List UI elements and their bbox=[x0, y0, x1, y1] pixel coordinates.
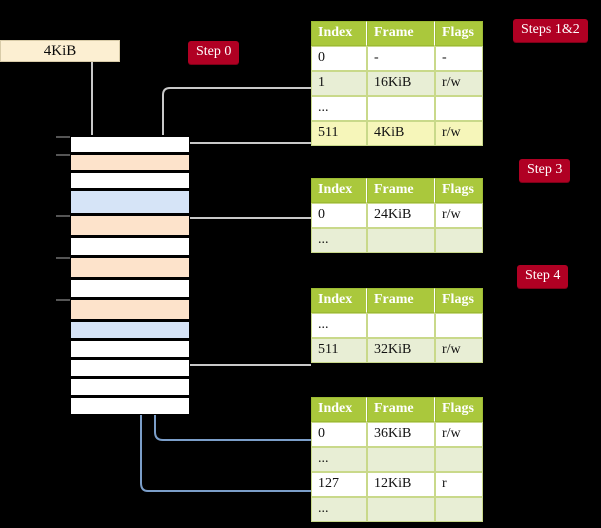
cell-index: ... bbox=[311, 313, 367, 338]
column-header-flags: Flags bbox=[435, 397, 483, 422]
table-row: 0-- bbox=[311, 46, 483, 71]
cell-flags bbox=[435, 313, 483, 338]
cell-frame bbox=[367, 447, 435, 472]
memory-frame-0 bbox=[56, 135, 190, 153]
column-header-index: Index bbox=[311, 288, 367, 313]
cell-frame bbox=[367, 96, 435, 121]
column-header-index: Index bbox=[311, 21, 367, 46]
cell-flags: r/w bbox=[435, 71, 483, 96]
column-header-frame: Frame bbox=[367, 288, 435, 313]
cell-index: ... bbox=[311, 447, 367, 472]
cell-frame: 12KiB bbox=[367, 472, 435, 497]
memory-frame-7 bbox=[70, 278, 190, 298]
column-header-index: Index bbox=[311, 397, 367, 422]
column-header-frame: Frame bbox=[367, 178, 435, 203]
column-header-frame: Frame bbox=[367, 21, 435, 46]
memory-frame-tick-8 bbox=[56, 299, 70, 301]
memory-frame-10 bbox=[70, 339, 190, 358]
memory-frame-6 bbox=[56, 256, 190, 278]
memory-frame-11 bbox=[70, 358, 190, 377]
cell-index: 0 bbox=[311, 46, 367, 71]
cell-frame: 16KiB bbox=[367, 71, 435, 96]
cell-frame bbox=[367, 313, 435, 338]
cell-flags bbox=[435, 96, 483, 121]
cell-index: 0 bbox=[311, 422, 367, 447]
table-row: ... bbox=[311, 228, 483, 253]
cell-frame: - bbox=[367, 46, 435, 71]
step-label-steps-1-2: Steps 1&2 bbox=[513, 19, 588, 42]
cell-frame bbox=[367, 497, 435, 522]
table-row: ... bbox=[311, 447, 483, 472]
memory-frame-tick-1 bbox=[56, 154, 70, 156]
column-header-flags: Flags bbox=[435, 288, 483, 313]
cell-index: ... bbox=[311, 228, 367, 253]
cell-index: ... bbox=[311, 96, 367, 121]
cell-flags: r bbox=[435, 472, 483, 497]
memory-frame-2 bbox=[70, 171, 190, 189]
cell-frame: 24KiB bbox=[367, 203, 435, 228]
wire-4kib-frame bbox=[176, 142, 311, 160]
wire-32kib bbox=[177, 310, 311, 366]
memory-frame-1 bbox=[56, 153, 190, 171]
memory-frame-tick-4 bbox=[56, 215, 70, 217]
memory-frame-8 bbox=[56, 298, 190, 320]
cell-flags: - bbox=[435, 46, 483, 71]
table-row: ... bbox=[311, 497, 483, 522]
step-label-step-3: Step 3 bbox=[519, 159, 571, 182]
memory-frame-12 bbox=[70, 377, 190, 396]
memory-frame-9 bbox=[70, 320, 190, 339]
memory-frame-5 bbox=[70, 236, 190, 256]
column-header-flags: Flags bbox=[435, 21, 483, 46]
cell-flags: r/w bbox=[435, 121, 483, 146]
cell-flags bbox=[435, 447, 483, 472]
cell-frame: 32KiB bbox=[367, 338, 435, 363]
memory-frame-3 bbox=[70, 189, 190, 214]
cell-flags: r/w bbox=[435, 422, 483, 447]
table-row: ... bbox=[311, 96, 483, 121]
cell-index: 511 bbox=[311, 338, 367, 363]
table-row: ... bbox=[311, 313, 483, 338]
cell-index: ... bbox=[311, 497, 367, 522]
column-header-frame: Frame bbox=[367, 397, 435, 422]
cell-index: 0 bbox=[311, 203, 367, 228]
column-header-index: Index bbox=[311, 178, 367, 203]
cell-flags bbox=[435, 228, 483, 253]
cell-flags bbox=[435, 497, 483, 522]
wire-24kib bbox=[177, 217, 311, 266]
memory-frame-4 bbox=[56, 214, 190, 236]
cell-frame bbox=[367, 228, 435, 253]
cell-index: 1 bbox=[311, 71, 367, 96]
memory-frame-tick-6 bbox=[56, 257, 70, 259]
column-header-flags: Flags bbox=[435, 178, 483, 203]
cell-frame: 36KiB bbox=[367, 422, 435, 447]
step-label-step-0: Step 0 bbox=[188, 41, 240, 64]
memory-frame-13 bbox=[70, 396, 190, 415]
cell-flags: r/w bbox=[435, 203, 483, 228]
step-label-step-4: Step 4 bbox=[517, 265, 569, 288]
cell-index: 511 bbox=[311, 121, 367, 146]
physical-memory-column bbox=[56, 135, 190, 415]
source-frame-box: 4KiB bbox=[0, 40, 120, 62]
cell-flags: r/w bbox=[435, 338, 483, 363]
cell-frame: 4KiB bbox=[367, 121, 435, 146]
memory-frame-tick-0 bbox=[56, 136, 70, 138]
cell-index: 127 bbox=[311, 472, 367, 497]
